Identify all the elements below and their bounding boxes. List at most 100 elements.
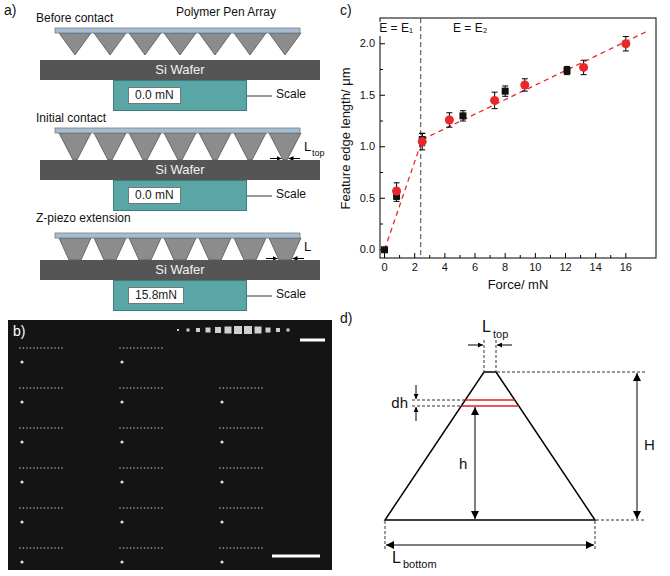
feature-dot — [23, 387, 25, 389]
feature-dot — [119, 507, 121, 509]
extension-line — [484, 340, 485, 371]
dimension-arrow — [289, 158, 301, 159]
tick-mark — [380, 198, 385, 199]
feature-square — [206, 328, 211, 333]
feature-dot — [233, 427, 235, 429]
feature-dot — [137, 507, 139, 509]
feature-dot — [140, 507, 142, 509]
dimension-arrow — [270, 158, 282, 159]
tick-mark — [490, 255, 491, 258]
feature-dot — [23, 547, 25, 549]
feature-dot — [26, 387, 28, 389]
feature-dot — [19, 467, 21, 469]
feature-square — [187, 329, 190, 332]
tick-label: 1.0 — [360, 140, 375, 153]
scale-box: 15.8mN — [113, 280, 247, 311]
feature-dot — [30, 507, 32, 509]
feature-dot — [58, 387, 60, 389]
feature-dot — [19, 547, 21, 549]
tick-mark — [399, 255, 400, 258]
pyramid-pen — [199, 33, 231, 55]
marker-dot — [120, 400, 123, 403]
feature-dot — [54, 427, 56, 429]
feature-dot — [26, 507, 28, 509]
leader-line — [247, 296, 272, 297]
feature-dot — [223, 467, 225, 469]
dimension-label: H — [644, 436, 655, 453]
feature-dot — [254, 507, 256, 509]
feature-dot — [61, 507, 63, 509]
extension-line — [496, 340, 497, 371]
feature-dot — [154, 507, 156, 509]
feature-dot — [258, 467, 260, 469]
feature-dot — [23, 467, 25, 469]
feature-dot — [140, 427, 142, 429]
feature-dot — [123, 387, 125, 389]
feature-dot — [30, 427, 32, 429]
tick-mark — [520, 255, 521, 258]
feature-dot — [137, 427, 139, 429]
feature-dot — [233, 507, 235, 509]
marker-dot — [20, 360, 23, 363]
feature-dot — [133, 427, 135, 429]
feature-dot — [30, 547, 32, 549]
feature-dot — [44, 347, 46, 349]
wafer-box: Si Wafer — [40, 260, 320, 280]
feature-dot — [33, 427, 35, 429]
feature-dot — [47, 507, 49, 509]
data-square — [502, 88, 509, 95]
pyramid-pen — [234, 238, 266, 260]
dimension-arrow — [293, 258, 305, 259]
feature-dot — [26, 347, 28, 349]
pyramid-pen — [94, 133, 126, 160]
step-label: Initial contact — [36, 112, 106, 126]
step-label: Before contact — [36, 12, 113, 26]
feature-dot — [61, 347, 63, 349]
feature-dot — [51, 347, 53, 349]
subscript: bottom — [403, 558, 437, 571]
feature-dot — [26, 427, 28, 429]
feature-dot — [237, 507, 239, 509]
feature-dot — [47, 427, 49, 429]
marker-dot — [120, 360, 123, 363]
leader-line — [247, 96, 272, 97]
fit-line — [385, 140, 423, 250]
component-label: Polymer Pen Array — [176, 6, 276, 20]
feature-dot — [244, 507, 246, 509]
feature-dot — [58, 467, 60, 469]
feature-dot — [26, 467, 28, 469]
feature-dot — [126, 427, 128, 429]
scale-readout: 15.8mN — [128, 287, 184, 305]
feature-dot — [161, 467, 163, 469]
feature-dot — [33, 507, 35, 509]
dimension-label: dh — [391, 394, 408, 411]
feature-dot — [40, 547, 42, 549]
feature-dot — [151, 427, 153, 429]
feature-dot — [251, 467, 253, 469]
tick-mark — [625, 253, 626, 258]
pyramid-pen — [269, 133, 301, 160]
feature-dot — [19, 347, 21, 349]
feature-square — [234, 326, 242, 334]
feature-dot — [140, 387, 142, 389]
pyramid-pen — [199, 133, 231, 160]
feature-dot — [61, 547, 63, 549]
feature-dot — [144, 427, 146, 429]
feature-dot — [40, 507, 42, 509]
feature-square — [244, 326, 252, 334]
dimension-label: L — [392, 549, 401, 567]
pen-geometry-sketch — [385, 340, 645, 550]
feature-dot — [237, 387, 239, 389]
feature-dot — [158, 507, 160, 509]
feature-dot — [30, 467, 32, 469]
feature-dot — [61, 387, 63, 389]
feature-dot — [223, 507, 225, 509]
feature-dot — [126, 507, 128, 509]
feature-dot — [44, 387, 46, 389]
extension-line — [412, 400, 465, 401]
marker-dot — [20, 440, 23, 443]
feature-dot — [144, 507, 146, 509]
marker-dot — [120, 480, 123, 483]
tick-label: 0.5 — [360, 192, 375, 205]
scale-label: Scale — [276, 188, 306, 202]
